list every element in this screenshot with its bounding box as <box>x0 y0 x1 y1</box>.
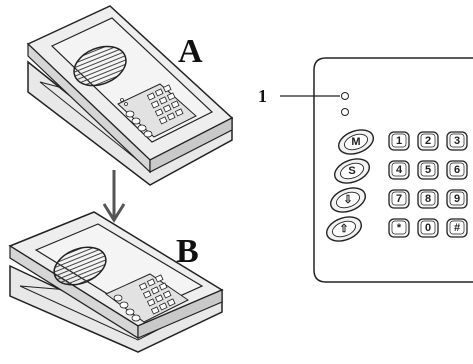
side-button-down[interactable]: ⇩ <box>327 184 368 217</box>
key-8[interactable]: 8 <box>417 189 439 209</box>
side-button-s[interactable]: S <box>331 155 372 188</box>
svg-text:*: * <box>397 222 402 234</box>
svg-text:3: 3 <box>454 135 460 147</box>
key-1[interactable]: 1 <box>388 131 410 151</box>
key-2[interactable]: 2 <box>417 131 439 151</box>
down-arrow-icon <box>102 170 126 223</box>
svg-text:#: # <box>454 222 460 234</box>
svg-text:5: 5 <box>425 164 431 176</box>
arrow-up-icon: ⇧ <box>339 223 348 235</box>
key-star[interactable]: * <box>388 218 410 238</box>
callout-1-label: 1 <box>258 86 267 106</box>
svg-text:7: 7 <box>396 193 402 205</box>
key-7[interactable]: 7 <box>388 189 410 209</box>
side-button-m[interactable]: M <box>335 126 376 159</box>
svg-text:9: 9 <box>454 193 460 205</box>
svg-text:4: 4 <box>396 164 403 176</box>
indicator-led-2 <box>341 108 349 116</box>
side-button-m-label: M <box>351 136 360 148</box>
side-button-s-label: S <box>348 165 355 177</box>
key-9[interactable]: 9 <box>446 189 468 209</box>
key-4[interactable]: 4 <box>388 160 410 180</box>
side-button-up[interactable]: ⇧ <box>323 213 364 246</box>
svg-text:6: 6 <box>454 164 460 176</box>
key-6[interactable]: 6 <box>446 160 468 180</box>
svg-text:8: 8 <box>425 193 431 205</box>
indicator-led-1 <box>341 92 349 100</box>
key-5[interactable]: 5 <box>417 160 439 180</box>
key-3[interactable]: 3 <box>446 131 468 151</box>
device-a-keys <box>120 84 184 138</box>
key-hash[interactable]: # <box>446 218 468 238</box>
step-a-label: A <box>178 33 203 70</box>
svg-text:1: 1 <box>396 135 402 147</box>
intercom-device-b <box>8 211 224 353</box>
arrow-down-icon: ⇩ <box>343 194 352 206</box>
svg-text:2: 2 <box>425 135 431 147</box>
numeric-keypad: 1 2 3 4 5 6 7 8 9 * 0 # <box>388 131 468 238</box>
key-0[interactable]: 0 <box>417 218 439 238</box>
speaker-grille <box>73 45 127 87</box>
intercom-device-a <box>26 5 234 186</box>
step-b-label: B <box>176 233 199 270</box>
svg-text:0: 0 <box>425 222 431 234</box>
